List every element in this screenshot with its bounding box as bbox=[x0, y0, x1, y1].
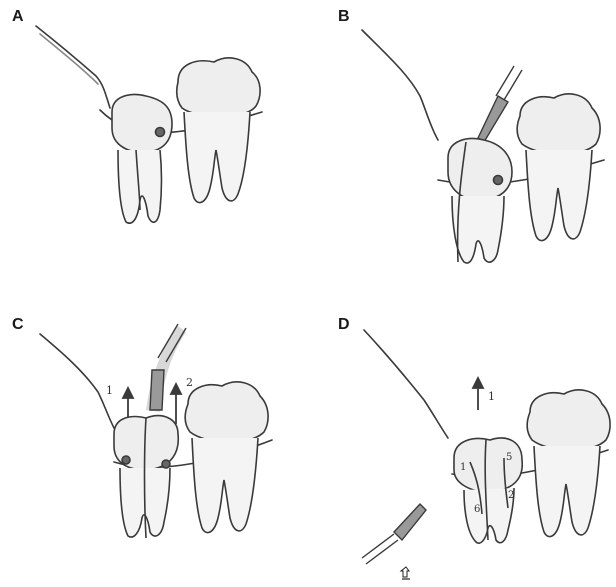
panel-label-a: A bbox=[12, 8, 24, 26]
gingiva-line bbox=[36, 26, 110, 108]
arrow-head-1 bbox=[123, 388, 133, 398]
panel-label-d: D bbox=[338, 316, 350, 334]
impacted-molar bbox=[112, 95, 172, 224]
section-mark-6: 6 bbox=[474, 504, 480, 515]
second-molar bbox=[177, 58, 260, 203]
gingiva-line bbox=[362, 30, 438, 140]
panel-d: D 1 1 5 2 6 bbox=[308, 300, 616, 566]
section-mark-5: 5 bbox=[506, 452, 512, 463]
arrow-label-1: 1 bbox=[106, 384, 113, 397]
panel-c: C 1 2 bbox=[0, 300, 300, 582]
section-mark-1: 1 bbox=[460, 462, 466, 473]
movement-arrow bbox=[473, 378, 483, 410]
panel-label-b: B bbox=[338, 8, 350, 26]
elevator-instrument bbox=[146, 324, 186, 412]
illustration-b bbox=[308, 0, 616, 280]
panel-b: B bbox=[308, 0, 616, 280]
panel-a: A bbox=[0, 0, 300, 280]
sectioned-molar bbox=[114, 416, 178, 538]
impacted-molar bbox=[448, 139, 512, 263]
arrow-label-1: 1 bbox=[488, 390, 495, 403]
arrow-head-1 bbox=[473, 378, 483, 388]
arrow-label-2: 2 bbox=[186, 376, 193, 389]
surgical-bur bbox=[362, 504, 426, 564]
illustration-a bbox=[0, 0, 300, 280]
move-cursor-icon bbox=[398, 566, 414, 582]
surgical-bur bbox=[478, 66, 522, 142]
section-mark-2: 2 bbox=[508, 490, 514, 501]
panel-label-c: C bbox=[12, 316, 24, 334]
second-molar bbox=[527, 390, 610, 537]
illustration-c: 1 2 bbox=[0, 300, 300, 582]
second-molar bbox=[185, 382, 268, 533]
second-molar bbox=[517, 94, 600, 241]
arrow-head-2 bbox=[171, 384, 181, 394]
illustration-d: 1 1 5 2 6 bbox=[308, 300, 616, 566]
gingiva-line bbox=[40, 334, 114, 428]
gingiva-line bbox=[364, 330, 448, 438]
